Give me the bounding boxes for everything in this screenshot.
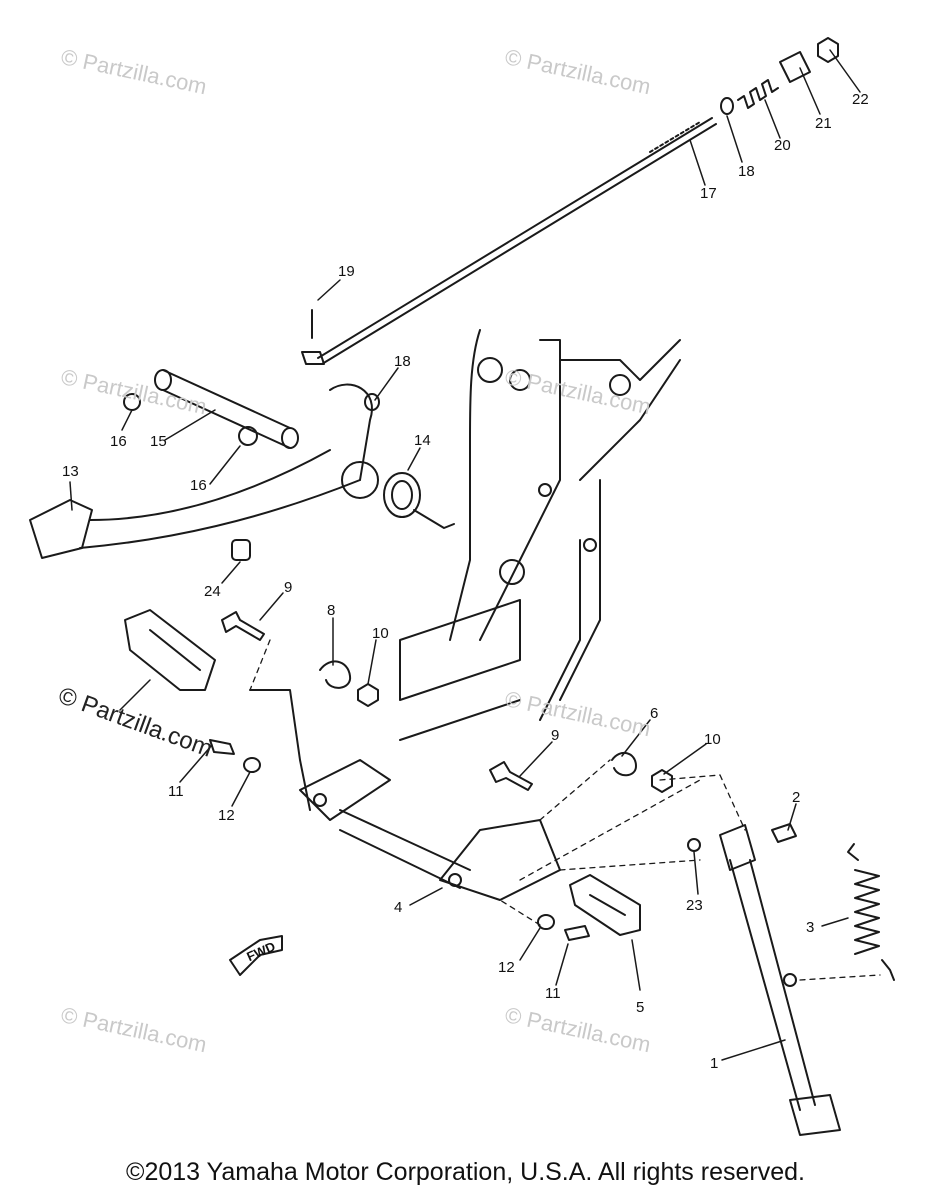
callout-17: 17 <box>700 185 717 202</box>
callout-5: 5 <box>636 999 644 1016</box>
bolt-part <box>209 739 235 755</box>
footrest-bracket-part <box>249 689 561 901</box>
leader-lines <box>69 49 861 1061</box>
callout-12b: 12 <box>498 959 515 976</box>
callouts: 22 21 20 18 17 19 18 16 15 16 13 14 24 9… <box>62 91 869 1072</box>
callout-11b: 11 <box>545 985 561 1002</box>
copyright-notice: ©2013 Yamaha Motor Corporation, U.S.A. A… <box>126 1158 805 1186</box>
callout-24: 24 <box>204 583 221 600</box>
callout-10b: 10 <box>704 731 721 748</box>
brake-pedal-part <box>29 383 379 559</box>
nut-part <box>651 769 673 793</box>
callout-15: 15 <box>150 433 167 450</box>
footrest-part <box>569 874 641 936</box>
callout-3: 3 <box>806 919 814 936</box>
rod-spring-part <box>737 79 779 109</box>
callout-20: 20 <box>774 137 791 154</box>
washer-part <box>720 97 734 115</box>
fwd-label: FWD <box>244 939 277 965</box>
callout-16: 16 <box>110 433 127 450</box>
callout-4: 4 <box>394 899 402 916</box>
footrest-part <box>124 609 216 691</box>
bolt-part <box>489 761 533 791</box>
callout-18b: 18 <box>394 353 411 370</box>
spring-clip-part <box>611 751 637 777</box>
rod-joint-part <box>301 351 325 365</box>
washer-part <box>243 757 261 773</box>
pedal-spring-part <box>383 472 455 529</box>
spring-clip-part <box>319 660 352 689</box>
callout-6: 6 <box>650 705 658 722</box>
callout-13: 13 <box>62 463 79 480</box>
side-stand-part <box>719 824 841 1136</box>
dashed-guide-lines <box>249 639 881 981</box>
callout-19: 19 <box>338 263 355 280</box>
callout-21: 21 <box>815 115 832 132</box>
pivot-shaft-part <box>154 369 299 449</box>
callout-23: 23 <box>686 897 703 914</box>
callout-2: 2 <box>792 789 800 806</box>
adjust-nut-part <box>817 37 839 63</box>
callout-16b: 16 <box>190 477 207 494</box>
clip-part <box>238 426 258 446</box>
washer-part <box>537 914 555 930</box>
nut-part <box>357 683 379 707</box>
callout-1: 1 <box>710 1055 718 1072</box>
callout-9: 9 <box>284 579 292 596</box>
bolt-part <box>564 925 590 941</box>
callout-11: 11 <box>168 783 184 800</box>
stand-nut-part <box>687 838 701 852</box>
adjuster-part <box>779 51 811 83</box>
callout-10: 10 <box>372 625 389 642</box>
fwd-arrow-icon <box>229 935 283 976</box>
collar-part <box>231 539 251 561</box>
frame-part <box>399 329 681 741</box>
stand-spring-part <box>847 843 895 981</box>
stand-bolt-part <box>771 823 797 843</box>
brake-rod-part <box>317 117 717 365</box>
callout-14: 14 <box>414 432 431 449</box>
callout-8: 8 <box>327 602 335 619</box>
bolt-part <box>221 611 265 641</box>
callout-12: 12 <box>218 807 235 824</box>
callout-18: 18 <box>738 163 755 180</box>
callout-22: 22 <box>852 91 869 108</box>
callout-9b: 9 <box>551 727 559 744</box>
